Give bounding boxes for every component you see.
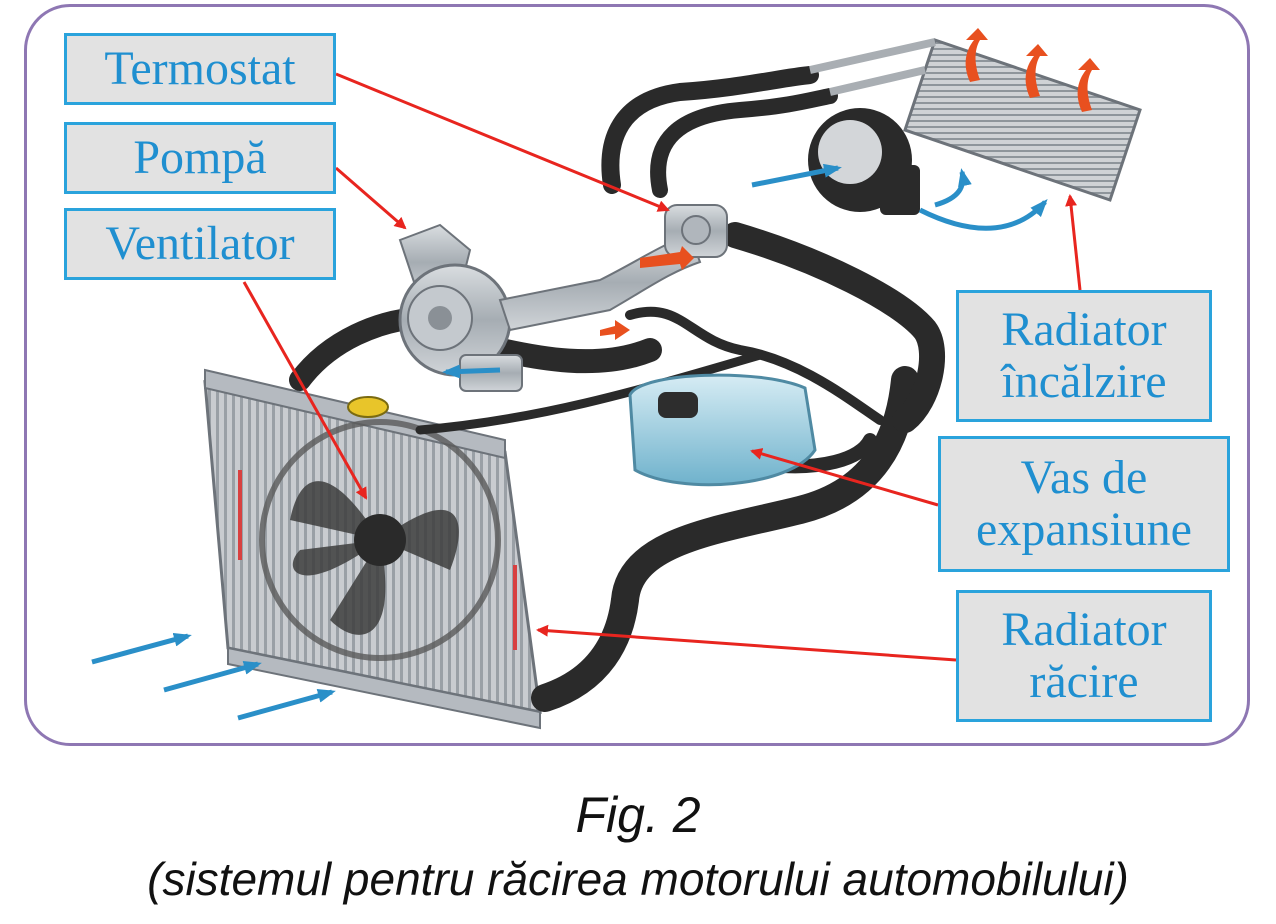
- label-pompa: Pompă: [64, 122, 336, 194]
- label-termostat: Termostat: [64, 33, 336, 105]
- label-radiator-racire: Radiator răcire: [956, 590, 1212, 722]
- heater-core: [809, 38, 1142, 202]
- label-pompa-text: Pompă: [133, 131, 267, 185]
- airflow-arrows: [91, 163, 1048, 721]
- label-ventilator: Ventilator: [64, 208, 336, 280]
- label-ventilator-text: Ventilator: [105, 217, 295, 271]
- thermostat: [664, 204, 728, 258]
- label-radiator-racire-line1: Radiator: [1001, 603, 1167, 657]
- label-radiator-incalzire: Radiator încălzire: [956, 290, 1212, 422]
- figure-number: Fig. 2: [575, 787, 701, 843]
- label-vas-expansiune-line1: Vas de: [1020, 451, 1148, 505]
- blower: [808, 108, 920, 215]
- pointer-lines: [242, 72, 1082, 662]
- label-radiator-incalzire-line1: Radiator: [1001, 303, 1167, 357]
- label-radiator-racire-line2: răcire: [1029, 655, 1139, 708]
- expansion-tank: [628, 373, 817, 487]
- label-radiator-incalzire-line2: încălzire: [1001, 355, 1167, 408]
- hot-air-arrows: [600, 28, 1100, 340]
- fan: [259, 419, 501, 661]
- label-vas-expansiune: Vas de expansiune: [938, 436, 1230, 572]
- label-vas-expansiune-line2: expansiune: [976, 503, 1192, 556]
- label-termostat-text: Termostat: [104, 42, 296, 96]
- figure-caption: (sistemul pentru răcirea motorului autom…: [147, 853, 1129, 905]
